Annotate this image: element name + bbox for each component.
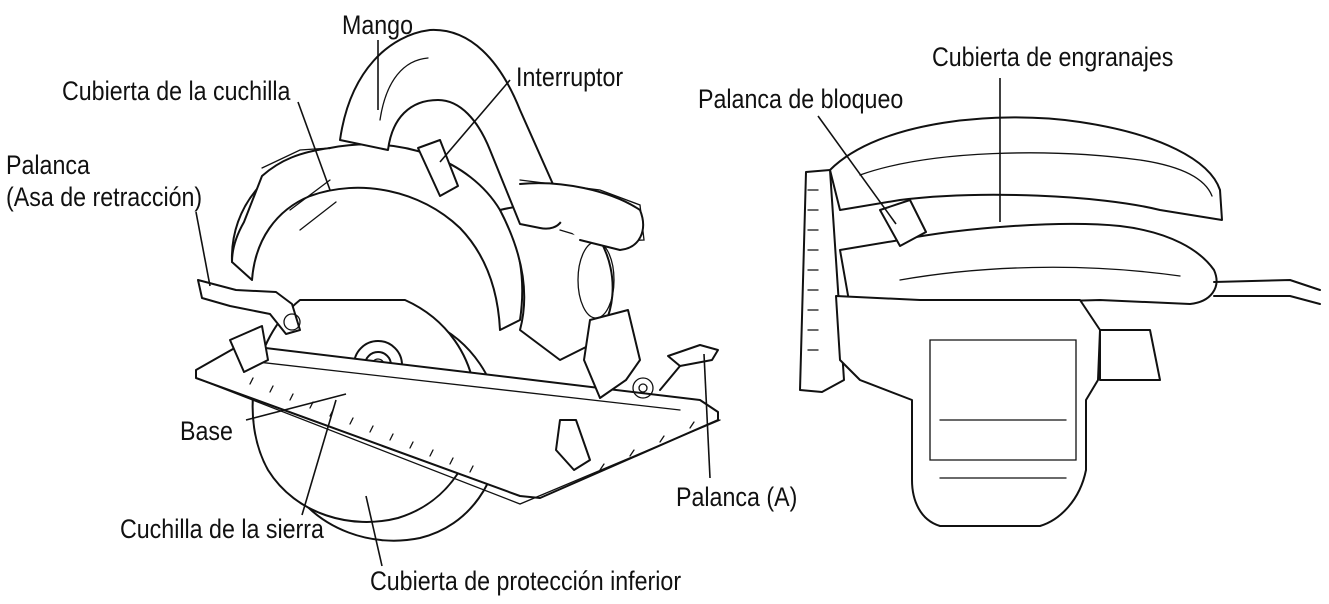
label-cubierta-cuchilla: Cubierta de la cuchilla (62, 76, 291, 106)
label-interruptor: Interruptor (516, 62, 624, 92)
label-palanca-line1: Palanca (6, 150, 90, 180)
label-cubierta-engranajes: Cubierta de engranajes (932, 42, 1174, 72)
switch (417, 139, 459, 197)
label-palanca-line2: (Asa de retracción) (6, 182, 203, 212)
gear-cover (829, 116, 1223, 221)
lock-lever (879, 199, 927, 247)
label-palanca-a: Palanca (A) (676, 482, 798, 512)
label-mango: Mango (342, 10, 414, 40)
power-cord (1213, 279, 1321, 291)
label-palanca-bloqueo: Palanca de bloqueo (698, 84, 904, 114)
retract-lever (197, 279, 301, 335)
label-cubierta-proteccion: Cubierta de protección inferior (370, 566, 682, 596)
motor-body (835, 295, 1101, 527)
saw-isometric-view (195, 28, 721, 542)
label-cuchilla-sierra: Cuchilla de la sierra (120, 514, 324, 544)
label-base: Base (180, 416, 233, 446)
base-scale-ticks (249, 377, 695, 473)
lever-a (667, 344, 719, 367)
handle-top (839, 222, 1218, 319)
